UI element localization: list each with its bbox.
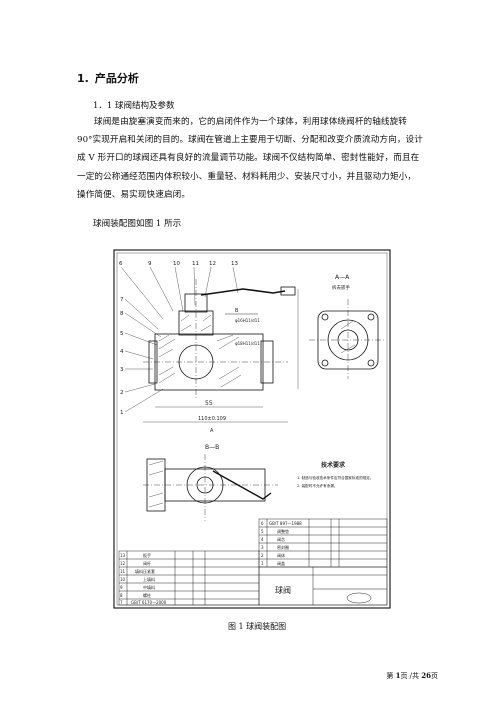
balloon-9: 9	[148, 261, 152, 267]
view-label-aa-note: 拆去扳手	[332, 284, 350, 291]
svg-text:4: 4	[261, 537, 264, 542]
balloon-left-8: 8	[120, 311, 124, 317]
svg-text:1: 1	[261, 561, 264, 566]
tech-req-title: 技术要求	[321, 461, 346, 469]
figure-lead-text: 球阀装配图如图 1 所示	[93, 219, 182, 229]
section-heading: 1. 产品分析	[77, 70, 139, 86]
page-footer: 第 1页 /共 26页	[386, 671, 438, 681]
svg-text:阀盖: 阀盖	[277, 560, 285, 566]
balloon-13: 13	[231, 261, 238, 267]
svg-text:11: 11	[120, 569, 126, 574]
dimension-overall: 110±0.109	[198, 416, 226, 422]
balloon-left-7: 7	[120, 297, 124, 303]
section-title: 产品分析	[94, 72, 139, 85]
section-number: 1.	[77, 72, 89, 85]
body-paragraph: 球阀是由旋塞演变而来的，它的启闭件作为一个球体，利用球体绕阀杆的轴线旋转 90°…	[77, 117, 423, 200]
tech-req-line-1: 1. 制造与验收技术条件应符合国家标准的规定。	[297, 475, 373, 480]
svg-text:上填料: 上填料	[143, 576, 155, 582]
svg-text:填料压紧套: 填料压紧套	[135, 568, 155, 574]
svg-text:GB/T 6170—2000: GB/T 6170—2000	[131, 600, 167, 605]
footer-page-number: 1	[395, 671, 401, 680]
balloon-left-4: 4	[120, 349, 124, 355]
svg-text:GB/T 897—1988: GB/T 897—1988	[269, 521, 302, 526]
view-label-a: A	[210, 428, 214, 434]
svg-text:螺柱: 螺柱	[143, 592, 151, 598]
svg-text:5: 5	[261, 529, 264, 534]
svg-text:6: 6	[261, 521, 264, 526]
svg-text:7: 7	[120, 600, 123, 605]
subsection-heading: 1．1 球阀结构及参数	[93, 101, 175, 111]
svg-text:阀芯: 阀芯	[277, 536, 285, 542]
balloon-left-2: 2	[120, 390, 124, 396]
assembly-drawing-svg: 6 9 10 11 12 13 7 8 5 4 3 2 1	[113, 249, 391, 609]
svg-text:阀杆: 阀杆	[143, 560, 151, 566]
svg-text:2: 2	[261, 553, 264, 558]
svg-text:密封圈: 密封圈	[277, 544, 289, 550]
svg-text:B: B	[235, 308, 239, 314]
svg-text:8: 8	[120, 593, 123, 598]
dimension-55: 55	[205, 400, 213, 407]
svg-text:调整垫: 调整垫	[277, 528, 289, 534]
svg-text:扳手: 扳手	[143, 552, 151, 558]
balloon-10: 10	[173, 261, 180, 267]
svg-text:φ16H11/d11: φ16H11/d11	[235, 318, 260, 323]
view-label-bb: B—B	[205, 444, 219, 451]
svg-text:阀体: 阀体	[277, 552, 285, 558]
svg-text:3: 3	[261, 545, 264, 550]
view-label-aa: A—A	[335, 274, 350, 281]
assembly-drawing: 6 9 10 11 12 13 7 8 5 4 3 2 1	[113, 249, 391, 609]
tech-req-line-2: 2. 装配时不允许有渗漏。	[297, 483, 338, 488]
balloon-left-1: 1	[120, 410, 124, 416]
balloon-6: 6	[119, 261, 123, 267]
svg-text:中填料: 中填料	[143, 584, 155, 590]
svg-text:12: 12	[120, 561, 126, 566]
svg-text:10: 10	[120, 577, 126, 582]
footer-mid: 页 /共	[400, 672, 422, 680]
balloon-left-5: 5	[120, 331, 124, 337]
title-block-name: 球阀	[275, 585, 291, 595]
footer-suffix: 页	[431, 672, 438, 680]
svg-text:9: 9	[120, 585, 123, 590]
balloon-11: 11	[192, 261, 199, 267]
balloon-12: 12	[209, 261, 216, 267]
balloon-left-3: 3	[120, 367, 124, 373]
svg-text:φ18H11/d11: φ18H11/d11	[235, 341, 260, 346]
footer-prefix: 第	[386, 672, 396, 680]
figure-caption: 图 1 球阀装配图	[228, 622, 287, 631]
footer-total-pages: 26	[421, 671, 431, 680]
svg-text:13: 13	[120, 553, 126, 558]
